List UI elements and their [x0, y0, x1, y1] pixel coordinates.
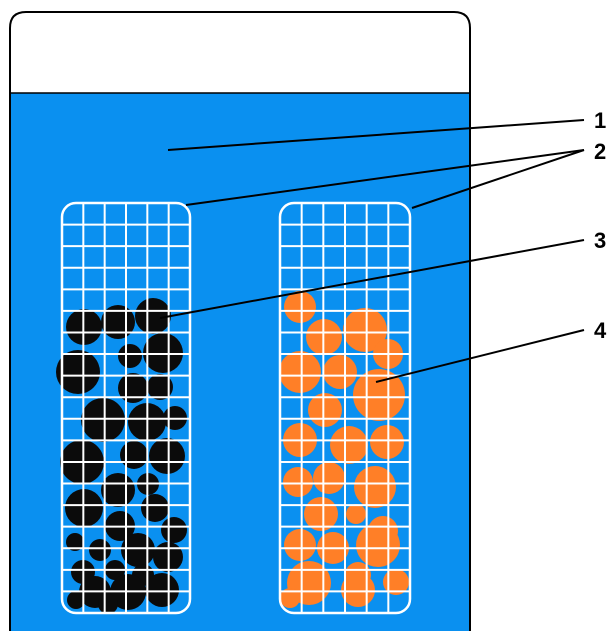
orange-ball — [370, 425, 404, 459]
orange-ball — [346, 504, 366, 524]
dark-ball — [66, 533, 84, 551]
dark-ball — [149, 438, 185, 474]
leader-line-4 — [375, 329, 585, 383]
orange-ball — [279, 351, 321, 393]
callout-1: 1 — [594, 108, 606, 133]
left-basket-grid — [62, 203, 190, 613]
dark-ball — [98, 594, 118, 614]
orange-ball — [383, 569, 409, 595]
orange-ball — [356, 523, 400, 567]
leader-line-2a — [185, 149, 585, 206]
dark-ball — [135, 298, 171, 334]
right-basket — [278, 201, 412, 615]
right-basket-frame — [278, 201, 412, 615]
dark-ball — [101, 473, 135, 507]
left-basket-frame — [60, 201, 192, 615]
dark-ball — [81, 398, 125, 442]
dark-ball — [56, 350, 100, 394]
dark-ball — [118, 373, 148, 403]
orange-ball — [330, 426, 368, 464]
dark-ball — [89, 539, 111, 561]
dark-ball — [147, 374, 173, 400]
leader-line-2b — [411, 149, 585, 209]
dark-ball — [118, 344, 142, 368]
orange-ball — [284, 529, 316, 561]
callout-3: 3 — [594, 228, 606, 253]
leader-line-1 — [167, 119, 585, 151]
dark-ball — [143, 333, 183, 373]
orange-ball — [341, 573, 375, 607]
callout-4: 4 — [594, 318, 607, 343]
orange-ball — [280, 588, 300, 608]
dark-ball — [161, 517, 187, 543]
callout-2: 2 — [594, 139, 606, 164]
leader-lines — [159, 119, 585, 383]
dark-ball — [120, 441, 148, 469]
leader-line-3 — [159, 239, 585, 319]
orange-ball — [283, 467, 313, 497]
orange-ball — [313, 462, 345, 494]
orange-ball — [354, 466, 396, 508]
dark-ball — [141, 494, 169, 522]
right-basket-grid — [280, 203, 410, 613]
orange-ball — [343, 308, 387, 352]
orange-ball — [284, 291, 316, 323]
dark-ball — [67, 591, 85, 609]
dark-ball — [145, 573, 179, 607]
left-basket — [56, 201, 192, 615]
orange-ball — [323, 355, 357, 389]
